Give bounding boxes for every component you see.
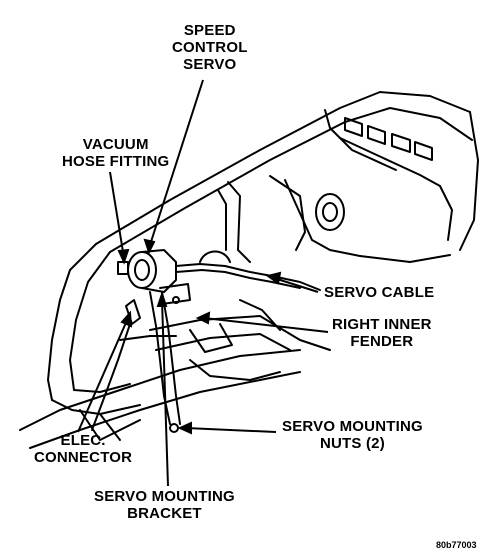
label-line: NUTS (2) bbox=[319, 435, 385, 452]
label-servo-cable: SERVO CABLE bbox=[324, 284, 434, 301]
label-line: RIGHT INNER bbox=[332, 316, 432, 333]
label-line: CONNECTOR bbox=[34, 449, 133, 466]
label-vacuum-hose-fitting: VACUUM HOSE FITTING bbox=[62, 136, 169, 170]
label-line: FENDER bbox=[350, 333, 414, 350]
label-line: VACUUM bbox=[82, 136, 149, 153]
figure-id: 80b77003 bbox=[436, 540, 477, 550]
label-servo-mounting-bracket: SERVO MOUNTING BRACKET bbox=[94, 488, 235, 522]
label-line: HOSE FITTING bbox=[62, 153, 170, 170]
label-line: SERVO MOUNTING bbox=[94, 488, 235, 505]
label-servo-mounting-nuts: SERVO MOUNTING NUTS (2) bbox=[282, 418, 423, 452]
label-speed-control-servo: SPEED CONTROL SERVO bbox=[172, 22, 248, 73]
label-line: SERVO MOUNTING bbox=[282, 418, 423, 435]
label-line: BRACKET bbox=[127, 505, 202, 522]
label-line: SERVO CABLE bbox=[324, 284, 435, 301]
label-line: ELEC. bbox=[60, 432, 106, 449]
label-line: SERVO bbox=[183, 56, 237, 73]
label-line: SPEED bbox=[183, 22, 236, 39]
label-line: CONTROL bbox=[172, 39, 248, 56]
label-elec-connector: ELEC. CONNECTOR bbox=[34, 432, 132, 466]
label-right-inner-fender: RIGHT INNER FENDER bbox=[332, 316, 432, 350]
